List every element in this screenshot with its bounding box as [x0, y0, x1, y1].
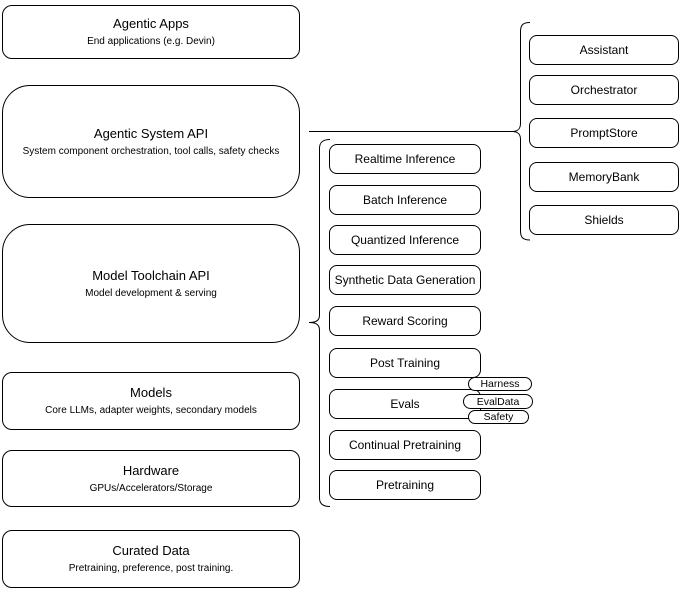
tag-evaldata: EvalData: [463, 394, 533, 409]
node-synthetic-data-generation: Synthetic Data Generation: [329, 265, 481, 295]
node-model-toolchain-api: Model Toolchain API Model development & …: [2, 224, 300, 343]
system-components-brace: [511, 22, 531, 241]
node-label: Post Training: [369, 356, 441, 370]
tag-label: EvalData: [476, 395, 520, 408]
node-label: Quantized Inference: [350, 233, 460, 247]
node-label: PromptStore: [570, 126, 638, 140]
node-assistant: Assistant: [529, 35, 679, 65]
node-models: Models Core LLMs, adapter weights, secon…: [2, 372, 300, 430]
node-pretraining: Pretraining: [329, 470, 481, 500]
node-label: Evals: [390, 397, 420, 411]
tag-label: Harness: [480, 378, 520, 390]
node-shields: Shields: [529, 205, 679, 235]
node-subtitle: System component orchestration, tool cal…: [22, 145, 280, 157]
node-subtitle: Model development & serving: [85, 287, 217, 299]
node-label: Orchestrator: [570, 83, 638, 97]
node-label: Assistant: [579, 43, 629, 57]
node-memorybank: MemoryBank: [529, 162, 679, 192]
node-orchestrator: Orchestrator: [529, 75, 679, 105]
node-label: Batch Inference: [362, 193, 448, 207]
node-subtitle: GPUs/Accelerators/Storage: [89, 482, 213, 494]
node-label: Reward Scoring: [362, 314, 448, 328]
node-continual-pretraining: Continual Pretraining: [329, 430, 481, 460]
node-evals: Evals: [329, 389, 481, 419]
node-subtitle: End applications (e.g. Devin): [87, 36, 215, 47]
node-hardware: Hardware GPUs/Accelerators/Storage: [2, 450, 300, 507]
node-title: Models: [130, 385, 172, 400]
node-label: Pretraining: [375, 478, 435, 492]
node-agentic-apps: Agentic Apps End applications (e.g. Devi…: [2, 5, 300, 59]
node-realtime-inference: Realtime Inference: [329, 144, 481, 174]
toolchain-brace: [308, 139, 331, 507]
node-title: Curated Data: [112, 543, 190, 558]
node-subtitle: Core LLMs, adapter weights, secondary mo…: [45, 405, 257, 416]
node-curated-data: Curated Data Pretraining, preference, po…: [2, 530, 300, 588]
node-title: Agentic System API: [93, 125, 209, 141]
tag-safety: Safety: [468, 410, 529, 424]
node-agentic-system-api: Agentic System API System component orch…: [2, 85, 300, 198]
tag-harness: Harness: [468, 377, 532, 391]
node-label: Realtime Inference: [354, 152, 456, 166]
node-title: Hardware: [122, 462, 180, 478]
node-quantized-inference: Quantized Inference: [329, 225, 481, 255]
node-post-training: Post Training: [329, 348, 481, 378]
node-label: MemoryBank: [568, 170, 640, 184]
node-label: Synthetic Data Generation: [334, 273, 476, 287]
node-promptstore: PromptStore: [529, 118, 679, 148]
node-batch-inference: Batch Inference: [329, 185, 481, 215]
node-subtitle: Pretraining, preference, post training.: [68, 563, 234, 574]
node-label: Shields: [584, 213, 624, 227]
node-title: Agentic Apps: [113, 16, 189, 31]
node-reward-scoring: Reward Scoring: [329, 306, 481, 336]
node-label: Continual Pretraining: [348, 438, 462, 452]
tag-label: Safety: [483, 411, 514, 423]
node-title: Model Toolchain API: [92, 267, 210, 283]
